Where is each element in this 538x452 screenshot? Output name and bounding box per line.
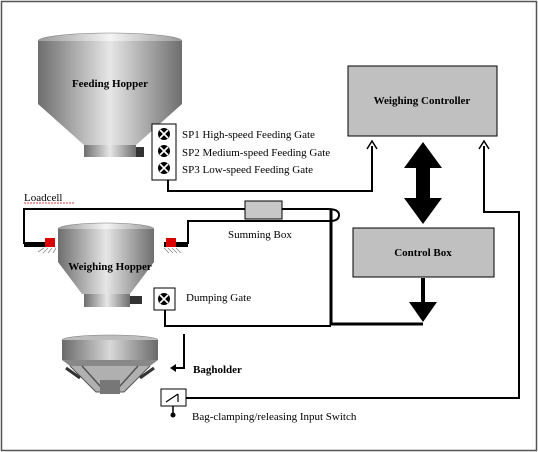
weighing-controller-label: Weighing Controller (374, 95, 471, 107)
loadcell-left-icon (37, 238, 57, 254)
loadcell-label: Loadcell (24, 192, 62, 204)
weighing-hopper-label: Weighing Hopper (68, 261, 152, 273)
gate-sp3-icon (158, 162, 170, 174)
control-box-label: Control Box (394, 247, 452, 259)
input-switch-label: Bag-clamping/releasing Input Switch (192, 411, 357, 423)
feeding-gate-panel: SP1 High-speed Feeding Gate SP2 Medium-s… (151, 123, 330, 181)
arrow-left-icon (170, 364, 176, 372)
gate-sp2-icon (158, 145, 170, 157)
arrow-up-icon (366, 139, 378, 150)
feeding-hopper-label: Feeding Hopper (72, 78, 148, 90)
loadcell-right-icon (163, 238, 182, 254)
input-switch: Bag-clamping/releasing Input Switch (160, 388, 357, 423)
arrow-up-icon (478, 139, 490, 150)
double-arrow-icon (404, 142, 442, 224)
bagholder-label: Bagholder (193, 364, 242, 376)
dumping-gate: Dumping Gate (153, 287, 251, 311)
gate-sp3-label: SP3 Low-speed Feeding Gate (182, 164, 313, 176)
summing-box: Summing Box (228, 200, 292, 241)
dumping-gate-label: Dumping Gate (186, 292, 251, 304)
gate-sp1-label: SP1 High-speed Feeding Gate (182, 129, 315, 141)
summing-box-label: Summing Box (228, 229, 292, 241)
dumping-gate-icon (158, 293, 170, 305)
weighing-controller-box: Weighing Controller (347, 65, 498, 137)
bagholder: Bagholder (61, 334, 242, 394)
gate-sp1-icon (158, 128, 170, 140)
wiring (23, 146, 520, 399)
weighing-hopper: Weighing Hopper (24, 222, 188, 307)
feeding-hopper: Feeding Hopper (37, 32, 183, 157)
gate-sp2-label: SP2 Medium-speed Feeding Gate (182, 147, 330, 159)
control-box: Control Box (352, 227, 495, 278)
switch-icon (165, 393, 179, 403)
arrow-down-icon (409, 302, 437, 322)
